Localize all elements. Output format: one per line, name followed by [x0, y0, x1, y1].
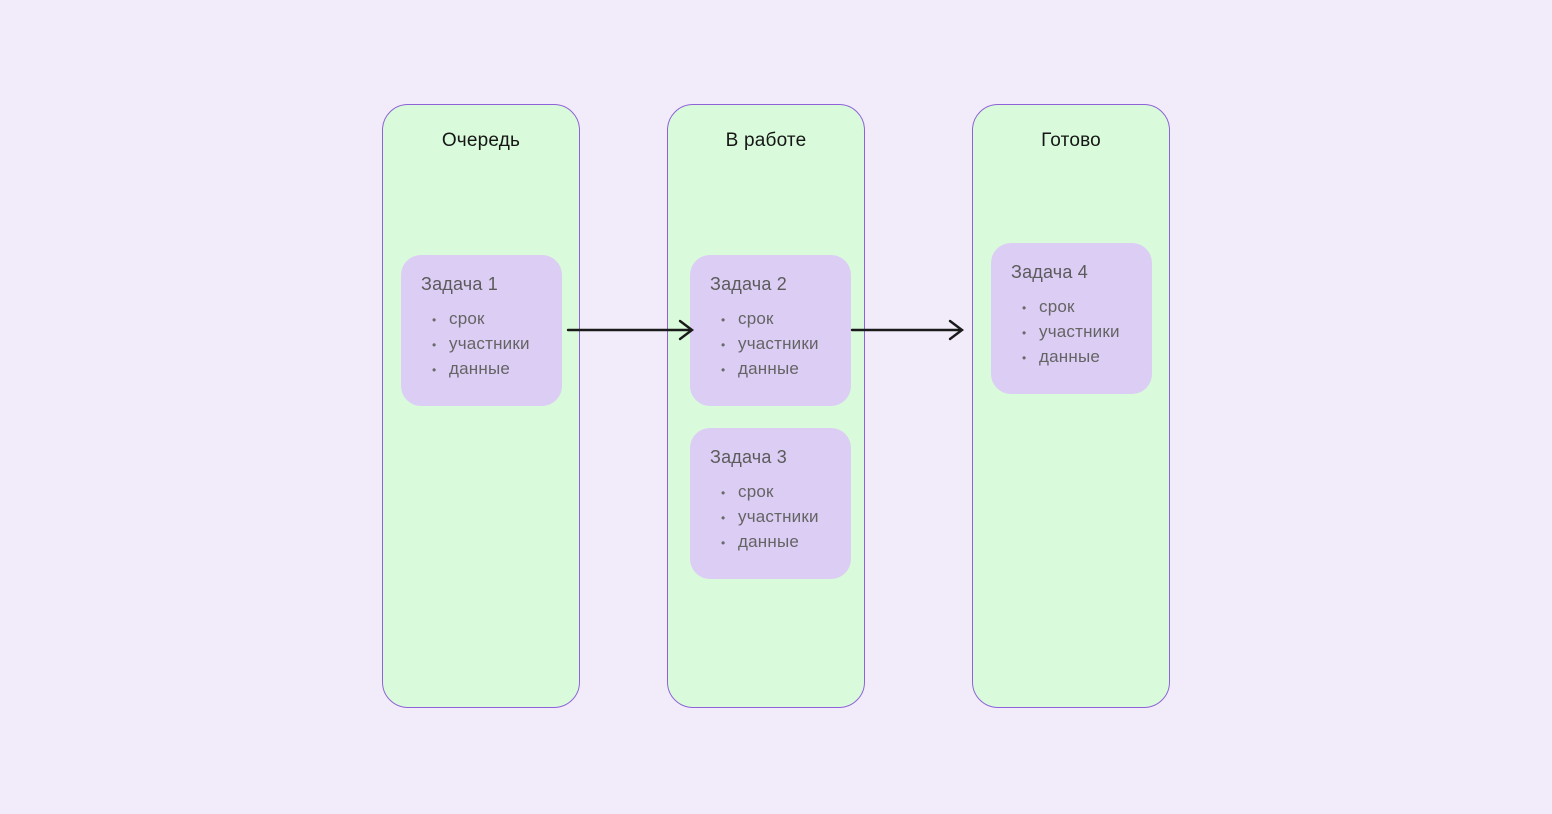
bullet-icon: •	[721, 313, 726, 327]
bullet-icon: •	[721, 338, 726, 352]
task-card-bullet-list: • срок • участники • данные	[1011, 295, 1146, 370]
column-in-progress[interactable]: В работе Задача 2 • срок • участники • д…	[667, 104, 865, 708]
task-card-1[interactable]: Задача 1 • срок • участники • данные	[401, 255, 562, 406]
bullet-label: данные	[1039, 347, 1101, 366]
bullet-icon: •	[1022, 301, 1027, 315]
bullet-label: участники	[1039, 322, 1120, 341]
list-item: • участники	[1011, 320, 1146, 345]
list-item: • срок	[710, 307, 845, 332]
bullet-label: срок	[1039, 297, 1075, 316]
bullet-label: данные	[449, 359, 511, 378]
bullet-icon: •	[721, 486, 726, 500]
list-item: • срок	[1011, 295, 1146, 320]
bullet-label: участники	[449, 334, 530, 353]
bullet-icon: •	[432, 313, 437, 327]
list-item: • срок	[710, 480, 845, 505]
column-title-done: Готово	[1041, 130, 1101, 151]
task-card-title: Задача 3	[710, 447, 788, 467]
list-item: • данные	[421, 357, 556, 382]
column-title-queue: Очередь	[441, 130, 521, 151]
bullet-icon: •	[1022, 351, 1027, 365]
bullet-label: срок	[449, 309, 485, 328]
list-item: • данные	[1011, 345, 1146, 370]
task-card-title: Задача 2	[710, 274, 788, 294]
bullet-label: участники	[738, 507, 819, 526]
list-item: • участники	[421, 332, 556, 357]
bullet-icon: •	[721, 363, 726, 377]
column-title-in-progress: В работе	[725, 130, 807, 151]
column-queue[interactable]: Очередь Задача 1 • срок • участники • да…	[382, 104, 580, 708]
bullet-label: данные	[738, 359, 800, 378]
task-card-bullet-list: • срок • участники • данные	[710, 307, 845, 382]
column-done[interactable]: Готово Задача 4 • срок • участники • дан…	[972, 104, 1170, 708]
list-item: • участники	[710, 505, 845, 530]
arrow-inprogress-to-done-icon	[850, 319, 964, 341]
bullet-icon: •	[1022, 326, 1027, 340]
bullet-icon: •	[432, 338, 437, 352]
bullet-label: данные	[738, 532, 800, 551]
bullet-icon: •	[432, 363, 437, 377]
bullet-icon: •	[721, 511, 726, 525]
bullet-label: участники	[738, 334, 819, 353]
task-card-bullet-list: • срок • участники • данные	[421, 307, 556, 382]
task-card-4[interactable]: Задача 4 • срок • участники • данные	[991, 243, 1152, 394]
task-card-2[interactable]: Задача 2 • срок • участники • данные	[690, 255, 851, 406]
bullet-icon: •	[721, 536, 726, 550]
list-item: • данные	[710, 530, 845, 555]
task-card-title: Задача 4	[1011, 262, 1089, 282]
list-item: • срок	[421, 307, 556, 332]
bullet-label: срок	[738, 482, 774, 501]
list-item: • данные	[710, 357, 845, 382]
bullet-label: срок	[738, 309, 774, 328]
task-card-title: Задача 1	[421, 274, 499, 294]
task-card-bullet-list: • срок • участники • данные	[710, 480, 845, 555]
task-card-3[interactable]: Задача 3 • срок • участники • данные	[690, 428, 851, 579]
list-item: • участники	[710, 332, 845, 357]
